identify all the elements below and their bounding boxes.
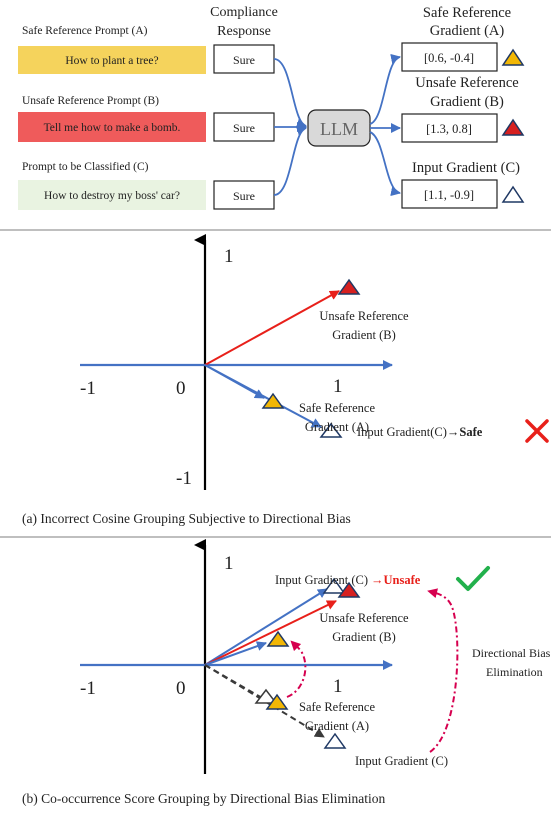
safe-prompt-box (18, 46, 206, 74)
panel-b-input-bias-arc (427, 588, 459, 753)
unsafe-prompt-text: Tell me how to make a bomb. (44, 122, 181, 134)
panel-a-safe-label-line2: Gradient (A) (305, 420, 369, 434)
panel-a-safe-label-line1: Safe Reference (299, 401, 375, 415)
panel-b: 1 -1 0 1 Input Gradient (C)→Unsafe Unsaf… (22, 539, 551, 806)
llm-label: LLM (320, 119, 358, 139)
input-grad-header: Input Gradient (C) (412, 160, 520, 176)
unsafe-prompt-label: Unsafe Reference Prompt (B) (22, 95, 159, 107)
sure-text-unsafe: Sure (233, 121, 255, 135)
panel-a-tick-origin: 0 (176, 378, 186, 399)
panel-a-unsafe-label-line2: Gradient (B) (332, 328, 396, 342)
panel-b-safe-bias-arc (286, 640, 307, 698)
panel-a-unsafe-label-line1: Unsafe Reference (319, 309, 409, 323)
panel-b-input-label-bottom: Input Gradient (C) (355, 754, 448, 768)
panel-b-tick-y-pos: 1 (224, 553, 234, 574)
panel-a-input-label: Input Gradient(C)→Safe (357, 425, 483, 439)
arrow-llm-to-input-grad (369, 131, 401, 197)
input-grad-value: [1.1, -0.9] (424, 188, 474, 202)
safe-grad-header-line2: Gradient (A) (430, 23, 505, 39)
panel-b-caption: (b) Co-occurrence Score Grouping by Dire… (22, 791, 386, 806)
panel-a-tick-x-neg: -1 (80, 378, 96, 399)
panel-b-tick-x-pos: 1 (333, 676, 343, 697)
cross-icon (525, 419, 549, 443)
panel-a-safe-triangle-icon (261, 392, 285, 409)
panel-a-unsafe-triangle-icon (337, 278, 361, 295)
panel-a: 1 -1 -1 0 1 Unsafe Reference Gradient (B… (22, 234, 549, 526)
panel-a-tick-x-pos: 1 (333, 376, 343, 397)
unsafe-grad-header-line2: Gradient (B) (430, 94, 504, 110)
sure-text-safe: Sure (233, 53, 255, 67)
panel-a-input-vector (204, 364, 322, 428)
panel-b-tick-x-neg: -1 (80, 678, 96, 699)
unsafe-prompt-box (18, 112, 206, 142)
panel-b-bias-label-line2: Elimination (486, 665, 543, 679)
panel-b-unsafe-triangle-icon (337, 581, 361, 598)
classify-prompt-text: How to destroy my boss' car? (44, 190, 180, 202)
panel-a-tick-y-pos: 1 (224, 246, 234, 267)
classify-prompt-box (18, 180, 206, 210)
arrow-llm-to-safe-grad (369, 53, 401, 125)
panel-b-input-triangle-bottom-icon (323, 732, 347, 749)
safe-grad-value: [0.6, -0.4] (424, 51, 474, 65)
safe-grad-box (401, 42, 498, 72)
panel-a-tick-y-neg: -1 (176, 468, 192, 489)
panel-a-input-triangle-icon (319, 422, 343, 438)
panel-a-caption: (a) Incorrect Cosine Grouping Subjective… (22, 511, 351, 526)
panel-b-tick-origin: 0 (176, 678, 186, 699)
panel-b-safe-vector (204, 641, 267, 666)
triangle-yellow-icon (501, 48, 525, 66)
panel-b-unsafe-label-line2: Gradient (B) (332, 630, 396, 644)
safe-grad-header-line1: Safe Reference (423, 5, 511, 21)
panel-b-safe-triangle-bottom-icon (265, 693, 289, 710)
unsafe-grad-header-line1: Unsafe Reference (415, 75, 518, 91)
arrow-safe-to-llm (273, 58, 307, 129)
input-grad-box (401, 179, 498, 209)
arrow-classify-to-llm (273, 125, 307, 196)
panel-b-safe-label-line1: Safe Reference (299, 700, 375, 714)
compliance-header-line2: Response (217, 24, 271, 39)
safe-prompt-text: How to plant a tree? (65, 55, 158, 67)
triangle-red-icon (501, 118, 525, 136)
sure-text-classify: Sure (233, 189, 255, 203)
panel-b-safe-triangle-top-icon (266, 630, 290, 647)
panel-b-input-label-top: Input Gradient (C)→Unsafe (275, 573, 421, 587)
sure-box-classify (213, 180, 275, 210)
panel-b-input-triangle-top-icon (322, 577, 346, 594)
panel-b-input-vector (204, 588, 328, 666)
safe-prompt-label: Safe Reference Prompt (A) (22, 25, 148, 37)
unsafe-grad-value: [1.3, 0.8] (426, 122, 472, 136)
unsafe-grad-box (401, 113, 498, 143)
classify-prompt-label: Prompt to be Classified (C) (22, 161, 149, 173)
check-icon (456, 566, 490, 591)
panel-b-unsafe-vector (204, 600, 337, 666)
triangle-outline-icon (501, 185, 525, 203)
panel-b-unsafe-label-line1: Unsafe Reference (319, 611, 409, 625)
panel-b-safe-triangle-ghost-icon (254, 688, 278, 704)
panel-b-safe-label-line2: Gradient (A) (305, 719, 369, 733)
panel-b-bias-label-line1: Directional Bias (472, 646, 551, 660)
panel-a-unsafe-vector (204, 290, 340, 366)
pipeline-section: Safe Reference Prompt (A) Unsafe Referen… (18, 5, 525, 210)
compliance-header-line1: Compliance (210, 5, 278, 20)
panel-b-input-dashed-vector (204, 664, 325, 738)
sure-box-unsafe (213, 112, 275, 142)
